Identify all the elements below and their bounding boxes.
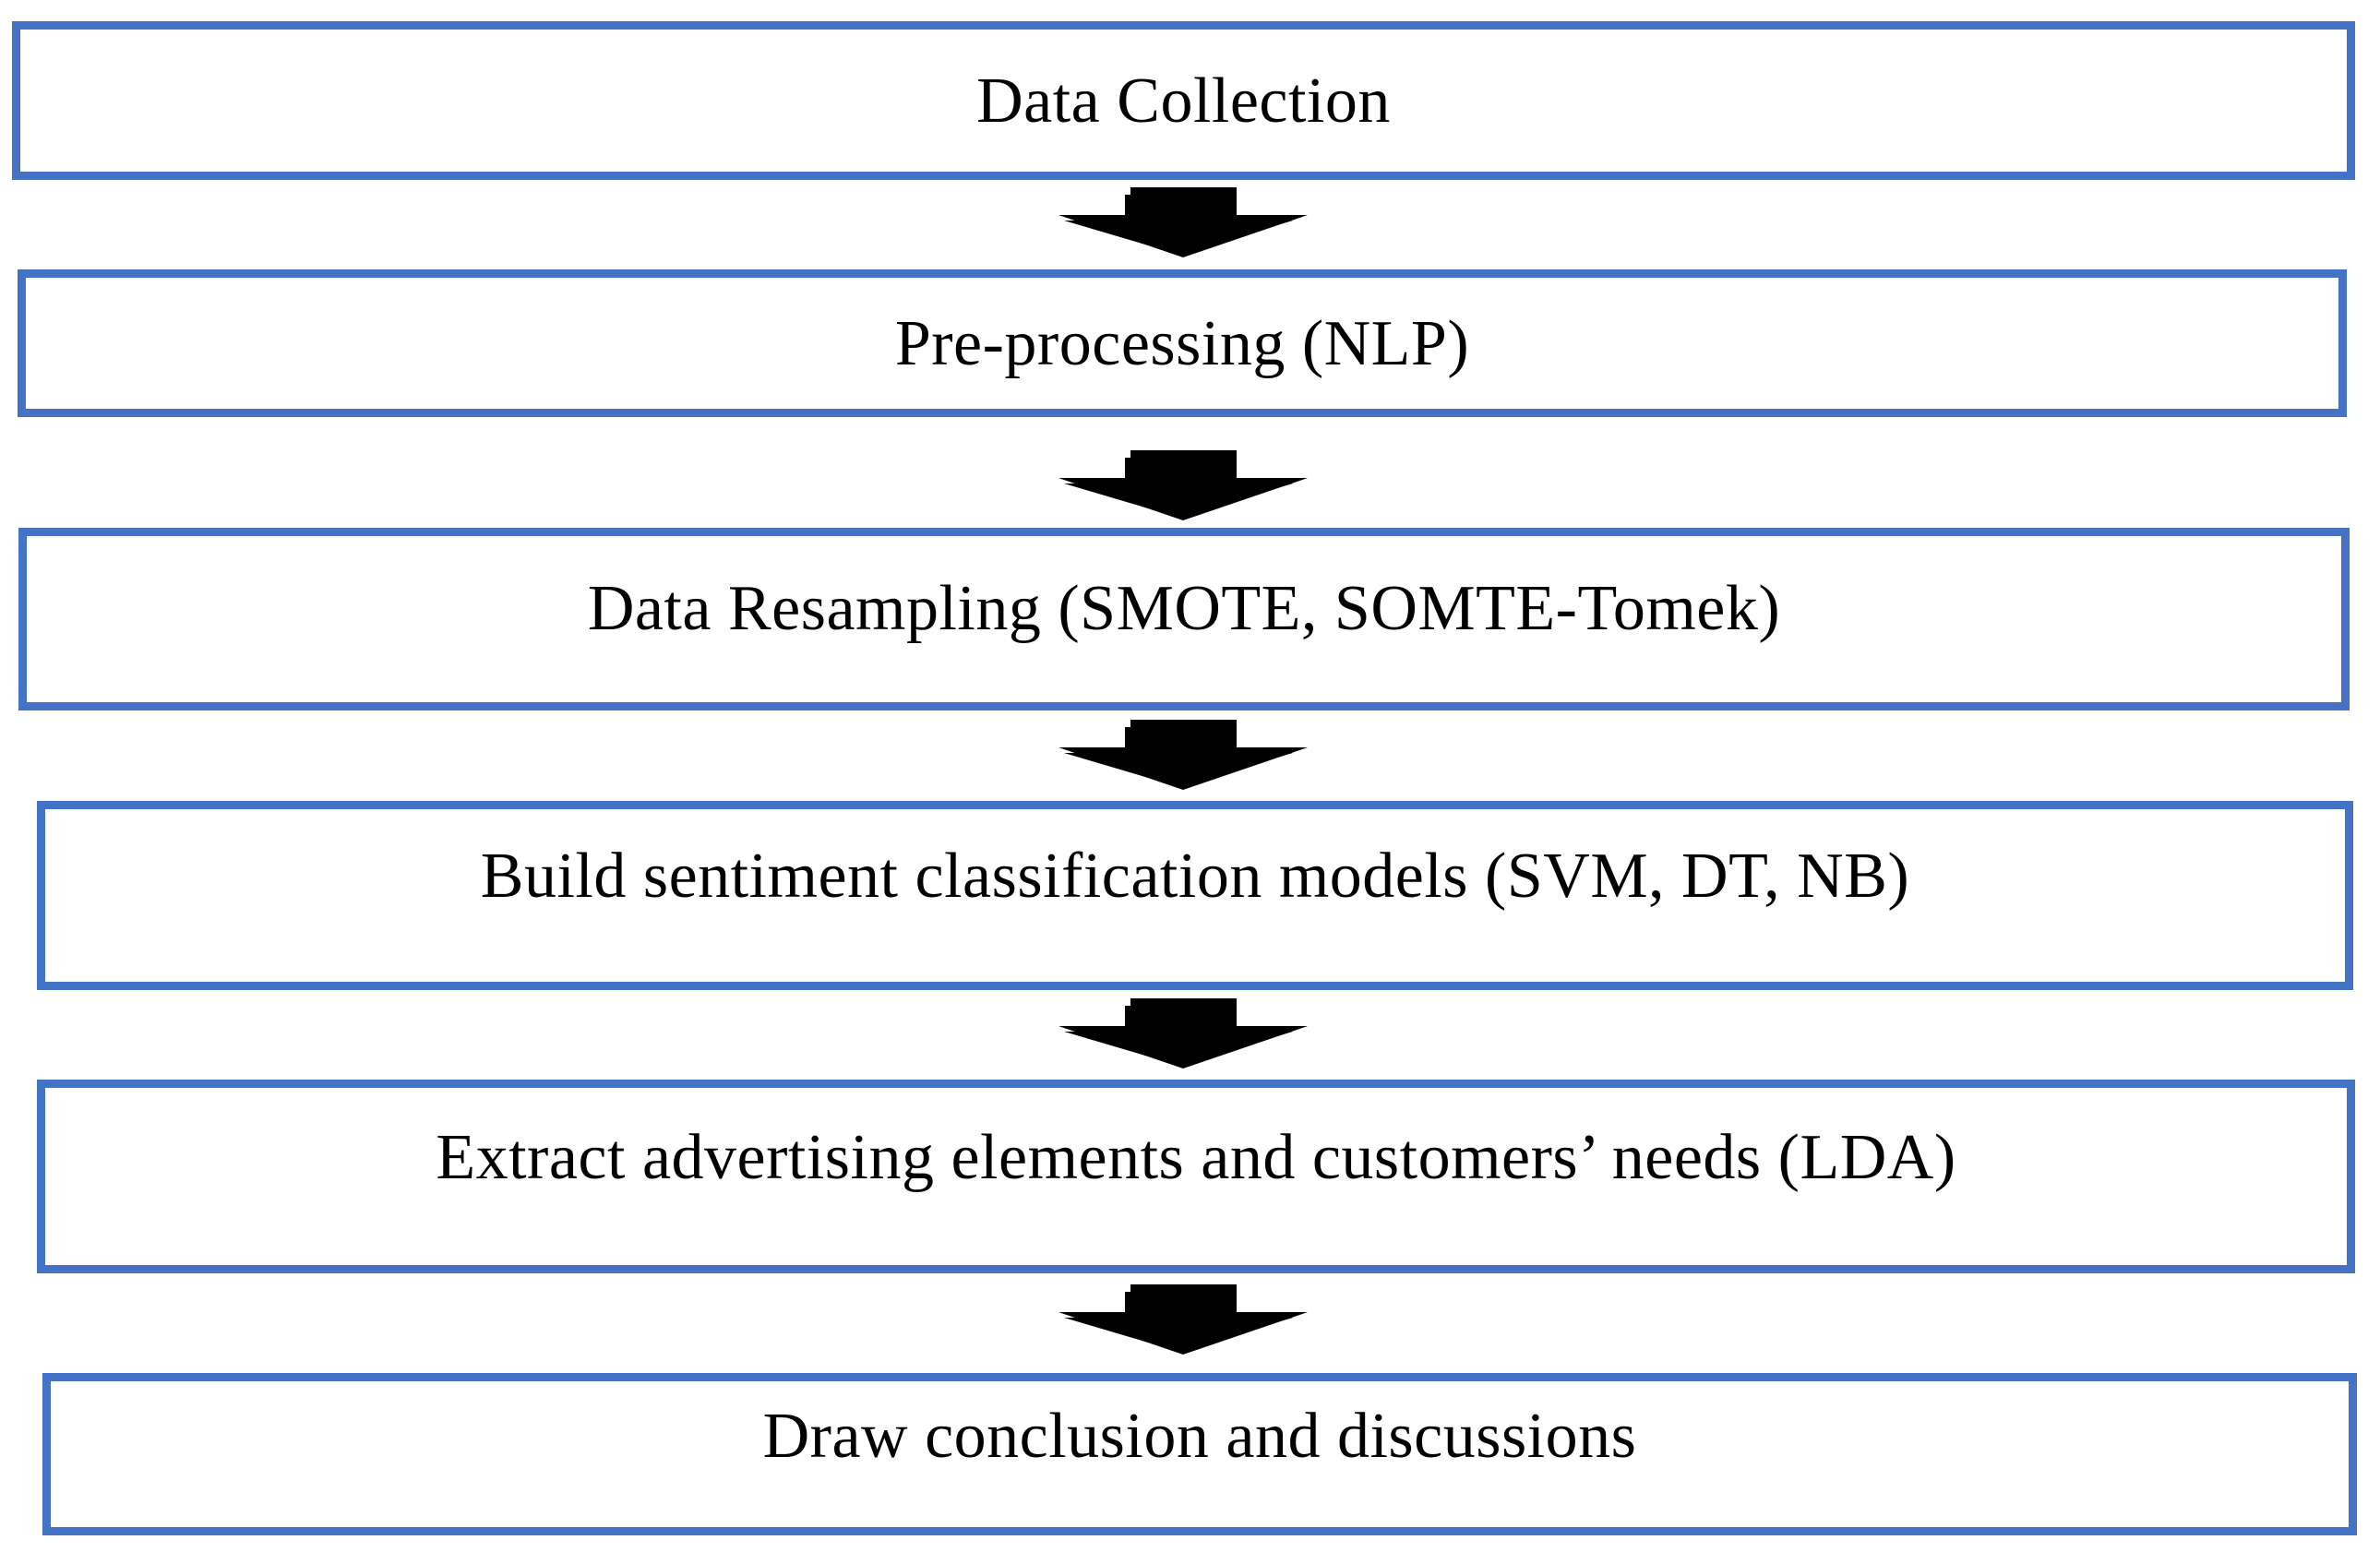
flow-step-label: Data Collection — [976, 65, 1391, 137]
flow-step-label: Extract advertising elements and custome… — [436, 1121, 1956, 1193]
flow-step-label: Draw conclusion and discussions — [762, 1400, 1637, 1472]
flow-step-build-models: Build sentiment classification models (S… — [37, 801, 2353, 990]
flow-step-data-resampling: Data Resampling (SMOTE, SOMTE-Tomek) — [18, 528, 2350, 710]
flow-step-label: Data Resampling (SMOTE, SOMTE-Tomek) — [587, 572, 1781, 644]
down-arrow-icon — [1058, 998, 1308, 1068]
down-arrow-icon — [1058, 450, 1308, 520]
down-arrow-icon — [1058, 187, 1308, 257]
down-arrow-icon — [1058, 720, 1308, 790]
flow-step-data-collection: Data Collection — [12, 21, 2355, 180]
flow-step-extract-elements: Extract advertising elements and custome… — [37, 1080, 2355, 1273]
down-arrow-icon — [1058, 1284, 1308, 1355]
flow-step-label: Build sentiment classification models (S… — [480, 841, 1910, 912]
flow-step-preprocessing: Pre-processing (NLP) — [18, 269, 2347, 417]
flow-step-label: Pre-processing (NLP) — [894, 307, 1470, 379]
flow-step-conclusion: Draw conclusion and discussions — [42, 1373, 2357, 1535]
